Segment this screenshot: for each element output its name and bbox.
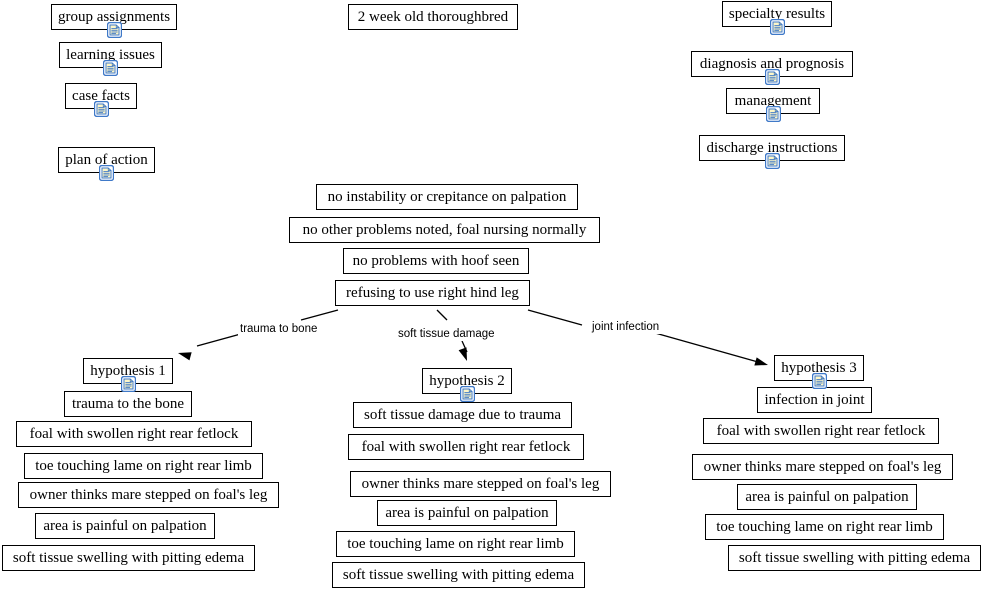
node-h1-toe-touching[interactable]: toe touching lame on right rear limb (24, 453, 263, 479)
edge-line (461, 340, 468, 353)
document-note-icon[interactable] (106, 22, 122, 38)
document-note-icon[interactable] (764, 153, 780, 169)
node-h2-toe-touching[interactable]: toe touching lame on right rear limb (336, 531, 575, 557)
node-h1-trauma-to-the-bone[interactable]: trauma to the bone (64, 391, 192, 417)
node-case-title[interactable]: 2 week old thoroughbred (348, 4, 518, 30)
node-h2-soft-tissue-damage[interactable]: soft tissue damage due to trauma (353, 402, 572, 428)
edge-arrowhead (178, 352, 192, 361)
node-h2-owner-thinks[interactable]: owner thinks mare stepped on foal's leg (350, 471, 611, 497)
node-h1-pitting-edema[interactable]: soft tissue swelling with pitting edema (2, 545, 255, 571)
document-note-icon[interactable] (764, 69, 780, 85)
node-refusing-right-hind-leg[interactable]: refusing to use right hind leg (335, 280, 530, 306)
node-h1-painful[interactable]: area is painful on palpation (35, 513, 215, 539)
document-note-icon[interactable] (103, 60, 118, 76)
document-note-icon[interactable] (769, 19, 785, 35)
document-note-icon[interactable] (99, 165, 114, 181)
document-note-icon[interactable] (811, 373, 827, 389)
node-h3-pitting-edema[interactable]: soft tissue swelling with pitting edema (728, 545, 981, 571)
node-no-hoof-problems[interactable]: no problems with hoof seen (343, 248, 529, 274)
edge-label-edge-trauma-to-bone: trauma to bone (238, 323, 320, 336)
edge-arrowhead (754, 357, 768, 366)
node-no-instability[interactable]: no instability or crepitance on palpatio… (316, 184, 578, 210)
edge-line (300, 309, 339, 321)
node-hypothesis-3[interactable]: hypothesis 3 (774, 355, 864, 381)
node-management[interactable]: management (726, 88, 820, 114)
node-h2-fetlock[interactable]: foal with swollen right rear fetlock (348, 434, 584, 460)
edge-label-edge-soft-tissue-damage: soft tissue damage (396, 328, 497, 341)
node-h2-pitting-edema[interactable]: soft tissue swelling with pitting edema (332, 562, 585, 588)
document-note-icon[interactable] (765, 106, 781, 122)
node-no-other-problems[interactable]: no other problems noted, foal nursing no… (289, 217, 600, 243)
edge-arrowhead (458, 347, 467, 361)
node-h3-painful[interactable]: area is painful on palpation (737, 484, 917, 510)
node-h2-painful[interactable]: area is painful on palpation (377, 500, 557, 526)
node-learning-issues[interactable]: learning issues (59, 42, 162, 68)
edge-label-edge-joint-infection: joint infection (590, 321, 662, 334)
edge-line (527, 309, 583, 326)
node-h3-infection-in-joint[interactable]: infection in joint (757, 387, 872, 413)
node-specialty-results[interactable]: specialty results (722, 1, 832, 27)
node-h1-fetlock[interactable]: foal with swollen right rear fetlock (16, 421, 252, 447)
document-note-icon[interactable] (93, 101, 109, 117)
edge-line (436, 309, 448, 321)
document-note-icon[interactable] (120, 376, 136, 392)
node-discharge-instructions[interactable]: discharge instructions (699, 135, 845, 161)
node-h3-owner-thinks[interactable]: owner thinks mare stepped on foal's leg (692, 454, 953, 480)
node-h3-fetlock[interactable]: foal with swollen right rear fetlock (703, 418, 939, 444)
node-h3-toe-touching[interactable]: toe touching lame on right rear limb (705, 514, 944, 540)
node-h1-owner-thinks[interactable]: owner thinks mare stepped on foal's leg (18, 482, 279, 508)
document-note-icon[interactable] (459, 386, 475, 402)
edge-line (647, 330, 759, 363)
